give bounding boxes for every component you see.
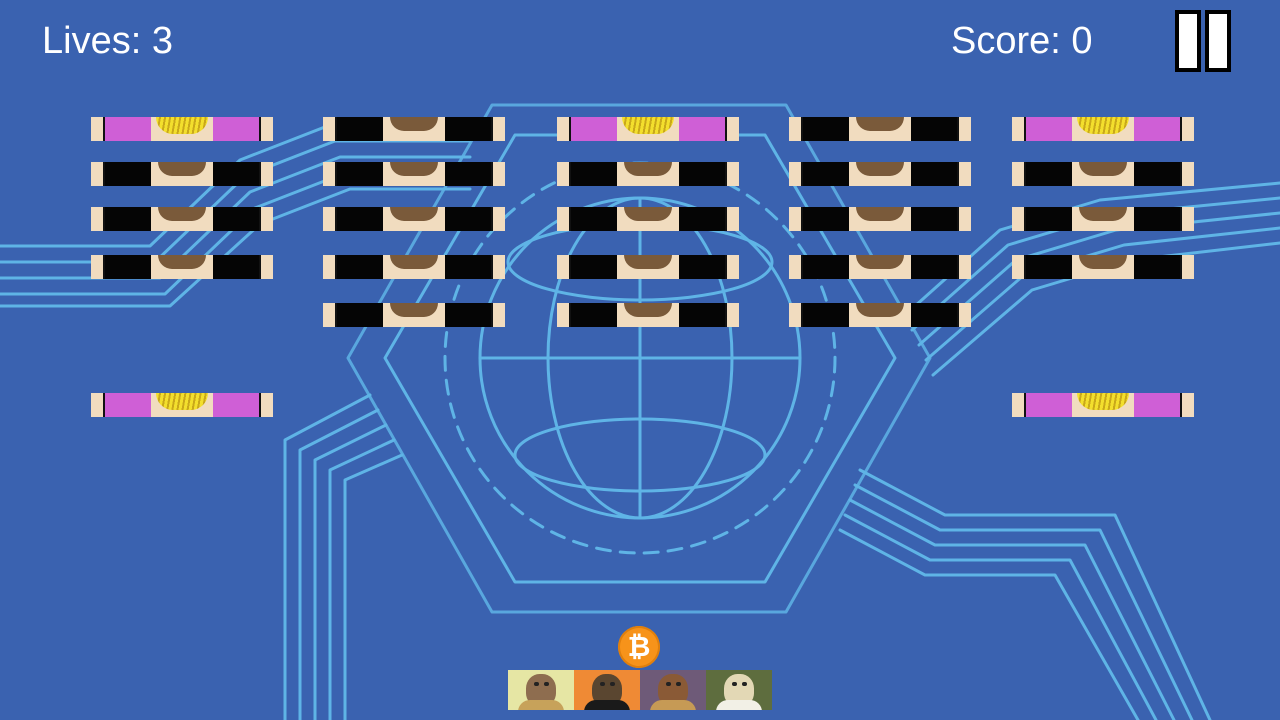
- brick-gold: [91, 117, 273, 141]
- ape-avatar-icon: [574, 670, 640, 710]
- brick-gold: [557, 117, 739, 141]
- ball-glyph: ₿: [627, 631, 651, 662]
- lives-display: Lives: 3: [42, 22, 173, 60]
- score-label: Score:: [951, 20, 1061, 62]
- lives-value: 3: [151, 20, 173, 62]
- pause-icon-bar: [1205, 10, 1231, 72]
- brick-dark: [789, 255, 971, 279]
- score-display: Score: 0: [951, 22, 1093, 60]
- brick-dark: [323, 117, 505, 141]
- brick-dark: [323, 255, 505, 279]
- score-value: 0: [1071, 20, 1093, 62]
- brick-dark: [323, 162, 505, 186]
- brick-dark: [557, 162, 739, 186]
- pause-icon: [1175, 10, 1201, 72]
- brick-dark: [789, 207, 971, 231]
- brick-dark: [323, 303, 505, 327]
- brick-dark: [789, 303, 971, 327]
- pause-button[interactable]: [1175, 10, 1235, 72]
- brick-dark: [1012, 207, 1194, 231]
- paddle[interactable]: [508, 670, 772, 710]
- brick-dark: [1012, 255, 1194, 279]
- lives-label: Lives:: [42, 20, 142, 62]
- brick-dark: [557, 255, 739, 279]
- brick-dark: [557, 207, 739, 231]
- brick-gold: [1012, 117, 1194, 141]
- brick-dark: [323, 207, 505, 231]
- brick-dark: [557, 303, 739, 327]
- bitcoin-coin-icon: ₿: [618, 626, 660, 668]
- brick-dark: [91, 255, 273, 279]
- brick-dark: [789, 117, 971, 141]
- brick-dark: [789, 162, 971, 186]
- ape-avatar-icon: [706, 670, 772, 710]
- brick-dark: [1012, 162, 1194, 186]
- brick-dark: [91, 162, 273, 186]
- ape-avatar-icon: [640, 670, 706, 710]
- brick-gold: [1012, 393, 1194, 417]
- brick-gold: [91, 393, 273, 417]
- brick-dark: [91, 207, 273, 231]
- ape-avatar-icon: [508, 670, 574, 710]
